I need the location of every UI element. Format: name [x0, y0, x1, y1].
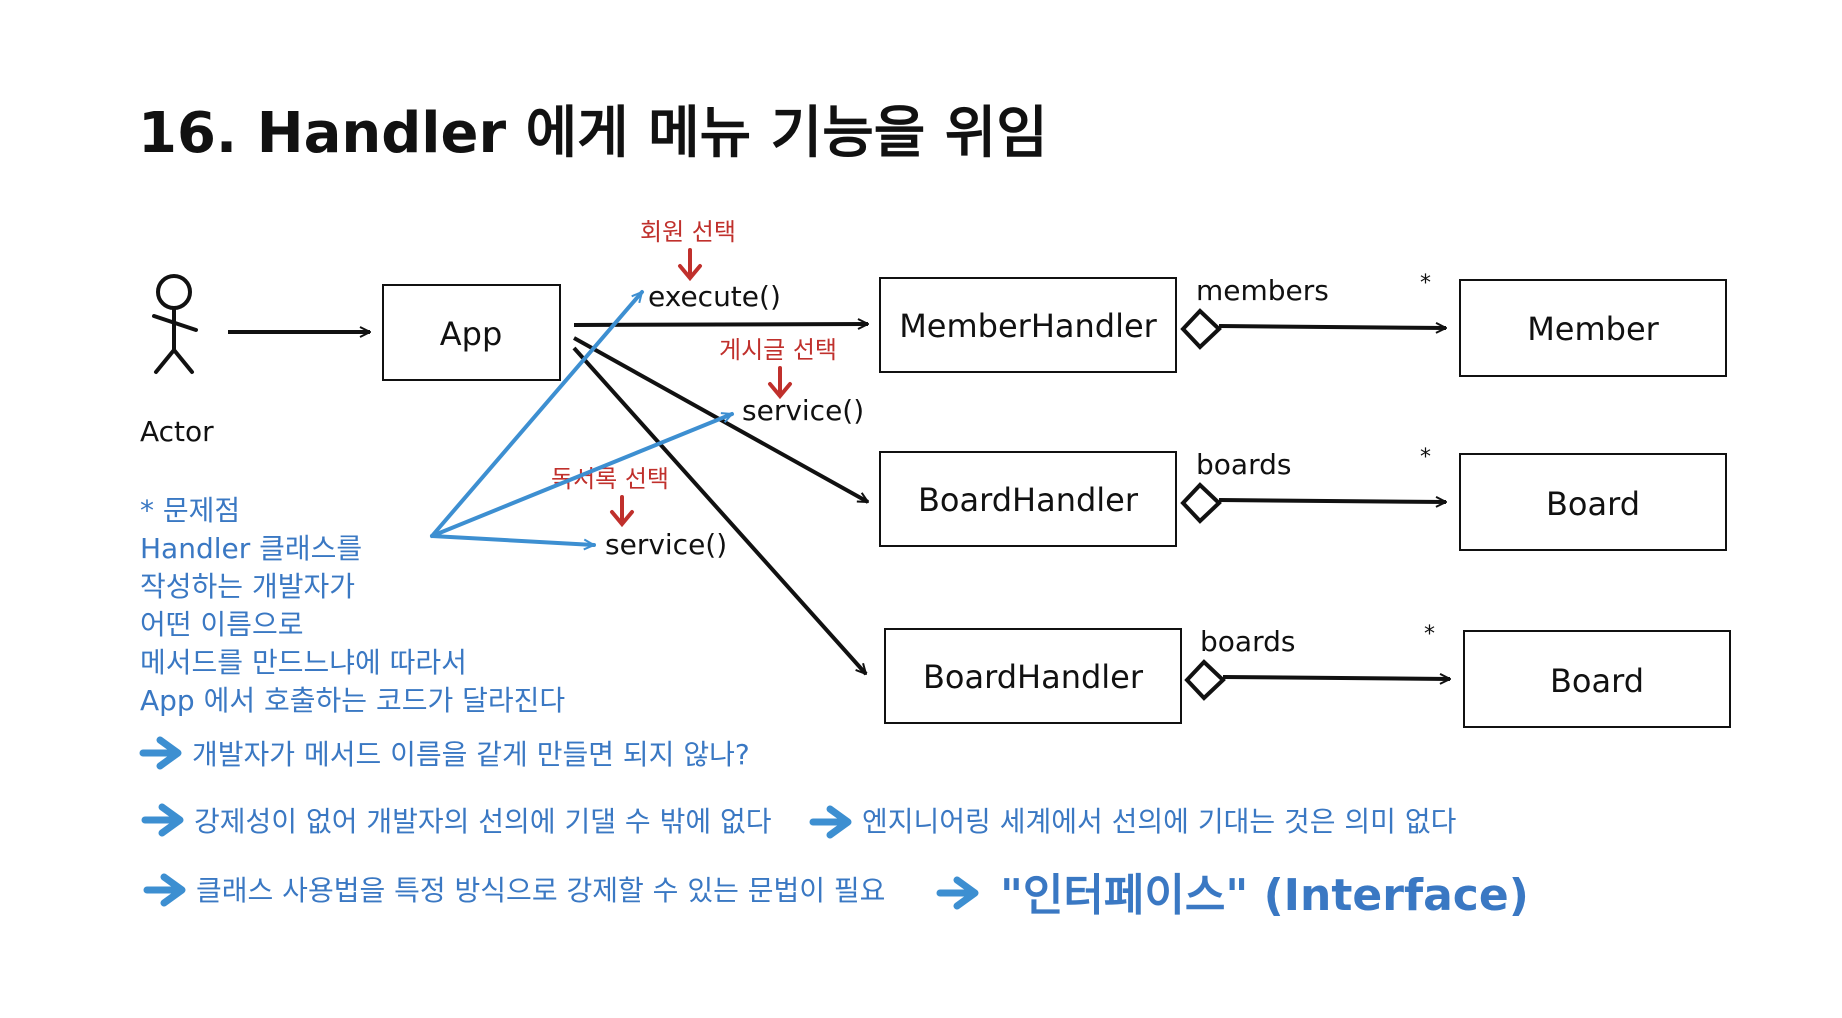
- problem-line-4: 메서드를 만드느냐에 따라서: [140, 646, 467, 679]
- app-to-member-handler-arrow: [573, 324, 868, 325]
- problem-heading: * 문제점: [140, 494, 240, 527]
- problem-line-5: App 에서 호출하는 코드가 달라진다: [140, 684, 565, 717]
- reading-selection-note: 독서록 선택: [551, 465, 669, 528]
- app-label: App: [440, 315, 503, 353]
- board-handler-box-1: BoardHandler: [879, 451, 1177, 547]
- problem-pointer-arrows: [430, 290, 732, 545]
- method-execute: execute(): [648, 280, 781, 313]
- board-handler-label-1: BoardHandler: [918, 481, 1139, 519]
- multiplicity-label-2: *: [1420, 445, 1431, 470]
- page-title: 16. Handler 에게 메뉴 기능을 위임: [138, 101, 1048, 166]
- interface-answer: "인터페이스" (Interface): [1000, 870, 1529, 921]
- problem-line-2: 작성하는 개발자가: [140, 570, 355, 603]
- member-handler-box: MemberHandler: [879, 277, 1177, 373]
- app-to-board-handler-2-arrow: [572, 346, 866, 674]
- association-boards-2: boards *: [1184, 622, 1450, 701]
- members-label: members: [1196, 274, 1329, 307]
- problem-line-1: Handler 클래스를: [140, 532, 362, 565]
- conclusion-1: 개발자가 메서드 이름을 같게 만들면 되지 않나?: [139, 736, 750, 771]
- member-box: Member: [1459, 279, 1727, 377]
- method-service-1: service(): [742, 394, 864, 427]
- board-selection-label: 게시글 선택: [719, 336, 837, 364]
- board-label-2: Board: [1550, 662, 1644, 700]
- conclusion-2: 강제성이 없어 개발자의 선의에 기댈 수 밖에 없다 엔지니어링 세계에서 선…: [141, 803, 1456, 839]
- actor-icon: [152, 274, 198, 374]
- conclusion-line-2b: 엔지니어링 세계에서 선의에 기대는 것은 의미 없다: [862, 805, 1456, 838]
- blue-arrow-icon: [936, 876, 979, 910]
- board-handler-label-2: BoardHandler: [923, 658, 1144, 696]
- conclusion-line-1: 개발자가 메서드 이름을 같게 만들면 되지 않나?: [192, 738, 750, 771]
- conclusion-3: 클래스 사용법을 특정 방식으로 강제할 수 있는 문법이 필요 "인터페이스"…: [143, 870, 1529, 921]
- member-selection-note: 회원 선택: [640, 218, 736, 282]
- blue-arrow-icon: [139, 736, 182, 770]
- board-box-2: Board: [1463, 630, 1731, 728]
- member-selection-label: 회원 선택: [640, 218, 736, 246]
- boards-label-1: boards: [1196, 448, 1291, 481]
- problem-line-3: 어떤 이름으로: [140, 608, 303, 641]
- problem-note: * 문제점 Handler 클래스를 작성하는 개발자가 어떤 이름으로 메서드…: [140, 494, 565, 717]
- association-boards-1: boards *: [1180, 445, 1446, 524]
- actor-label: Actor: [140, 415, 214, 448]
- association-members: members *: [1180, 271, 1446, 350]
- conclusion-line-3: 클래스 사용법을 특정 방식으로 강제할 수 있는 문법이 필요: [196, 874, 885, 907]
- board-selection-note: 게시글 선택: [719, 336, 837, 400]
- board-label-1: Board: [1546, 485, 1640, 523]
- blue-arrow-icon: [809, 805, 852, 839]
- blue-arrow-icon: [141, 803, 184, 837]
- app-box: App: [382, 284, 561, 381]
- multiplicity-label-1: *: [1420, 271, 1431, 296]
- method-service-2: service(): [605, 528, 727, 561]
- board-box-1: Board: [1459, 453, 1727, 551]
- blue-arrow-icon: [143, 873, 186, 907]
- multiplicity-label-3: *: [1424, 622, 1435, 647]
- boards-label-2: boards: [1200, 625, 1295, 658]
- member-label: Member: [1527, 310, 1659, 348]
- member-handler-label: MemberHandler: [899, 307, 1157, 345]
- board-handler-box-2: BoardHandler: [884, 628, 1182, 724]
- conclusion-line-2: 강제성이 없어 개발자의 선의에 기댈 수 밖에 없다: [194, 805, 772, 838]
